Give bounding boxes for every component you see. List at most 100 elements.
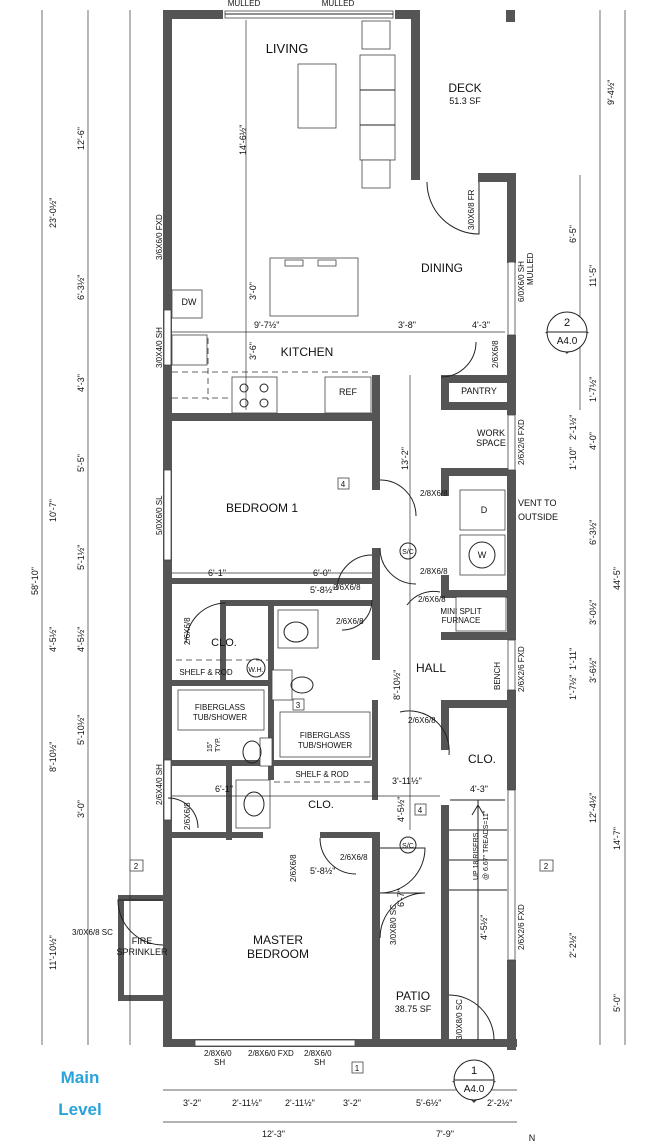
- fifteen-label: 15": [207, 741, 214, 752]
- room-pantry: PANTRY: [461, 386, 497, 396]
- door-2626fxd-2: 2/6X2/6 FXD: [517, 646, 526, 692]
- dim-b1: 3'-2": [183, 1098, 201, 1108]
- walls: [118, 10, 517, 1050]
- dim-d15: 14'-6½": [238, 125, 248, 155]
- door-2640sh: 2/6X4/0 SH: [155, 764, 164, 805]
- tag-2b: 2: [544, 862, 549, 871]
- north-arrow-label: N: [529, 1133, 536, 1141]
- section-1-sheet: A4.0: [464, 1084, 485, 1095]
- door-3068sc: 3/0X6/8 SC: [72, 928, 113, 937]
- room-kitchen: KITCHEN: [281, 345, 334, 359]
- furnace: [455, 596, 507, 632]
- tag-4b: 4: [418, 806, 423, 815]
- tub1-l2: TUB/SHOWER: [298, 741, 352, 750]
- room-hall: HALL: [416, 661, 446, 675]
- dim-d14: 11'-10½": [48, 935, 58, 970]
- vent-l2: OUTSIDE: [518, 512, 558, 522]
- bench-label: BENCH: [493, 662, 502, 690]
- caption-level: Level: [58, 1100, 102, 1119]
- door-2626fxd-1: 2/6X2/6 FXD: [517, 419, 526, 465]
- room-closet-master: CLO.: [308, 799, 334, 811]
- section-markers: [129, 311, 589, 1103]
- coffee-table: [297, 63, 337, 129]
- dim-d13: 3'-0": [76, 800, 86, 818]
- door-2668-3: 2/6X6/8: [418, 595, 446, 604]
- dim-r8: 6'-3½": [588, 520, 598, 545]
- dim-r2: 6'-5": [568, 225, 578, 243]
- room-closet1: CLO.: [211, 637, 237, 649]
- tub2-l1: FIBERGLASS: [195, 703, 245, 712]
- bath2-tub: [177, 689, 265, 731]
- door-6060sh: 6/0X6/0 SH: [517, 261, 526, 302]
- mulled-3: MULLED: [526, 252, 535, 285]
- shelf-rod-1: SHELF & ROD: [179, 668, 233, 677]
- door-3080sc-2: 3/0X8/0 SC: [455, 999, 464, 1040]
- dim-d8: 5'-1½": [76, 545, 86, 570]
- bath1-tub: [279, 711, 371, 758]
- dim-b2: 2'-11½": [232, 1098, 262, 1108]
- wh-label: W.H.: [248, 667, 263, 674]
- bath1-toilet: [271, 669, 293, 701]
- door-3068fr: 3/0X6/8 FR: [467, 189, 476, 230]
- dim-r15: 14'-7": [612, 827, 622, 850]
- work-space-l1: WORK: [477, 428, 505, 438]
- dim-d21: 13'-2": [400, 447, 410, 470]
- dim-d9: 4'-5½": [48, 627, 58, 652]
- room-living: LIVING: [266, 41, 309, 56]
- patio-area: 38.75 SF: [395, 1004, 432, 1014]
- typ-label: TYP.: [215, 737, 222, 752]
- dim-d29: 6'-1": [215, 784, 233, 794]
- bath2-sink: [235, 779, 271, 829]
- dim-r1: 9'-4½": [606, 80, 616, 105]
- room-closet-hall: CLO.: [468, 752, 496, 766]
- fixtures: [171, 20, 507, 1040]
- dim-r13: 1'-7½": [568, 675, 578, 700]
- dim-b5: 5'-6½": [416, 1098, 441, 1108]
- dim-r6: 4'-0": [588, 432, 598, 450]
- refrigerator: [324, 376, 372, 414]
- dim-r12: 3'-6½": [588, 658, 598, 683]
- section-1-number: 1: [471, 1065, 477, 1077]
- marker-text: 2 A4.0 1 A4.0 4 4 3 2 2 1 N: [134, 317, 578, 1141]
- dishwasher: [171, 289, 203, 319]
- dim-d2: 23'-0½": [48, 198, 58, 228]
- mulled-2: MULLED: [322, 0, 355, 8]
- fire-l1: FIRE: [132, 936, 153, 946]
- sc-1: S/C: [402, 549, 414, 556]
- dim-d30: 6'-7": [396, 889, 406, 907]
- dim-d26: 3'-11½": [392, 776, 422, 786]
- door-2668-7: 2/6X6/8: [289, 854, 298, 882]
- door-2668-2: 2/6X6/8: [336, 617, 364, 626]
- section-2-number: 2: [564, 317, 570, 329]
- door-3080sc-1: 3/0X8/0 SC: [389, 904, 398, 945]
- door-2868-1: 2/8X6/8: [420, 489, 448, 498]
- door-swings: [117, 181, 495, 1041]
- door-2668-pantry: 2/6X6/8: [491, 340, 500, 368]
- dim-d16: 3'-0": [248, 282, 258, 300]
- door-labels: 3/0X6/8 FR 3/6X6/0 FXD 6/0X6/0 SH MULLED…: [72, 189, 535, 1067]
- door-2668-5: 2/6X6/8: [408, 716, 436, 725]
- tub1-l1: FIBERGLASS: [300, 731, 350, 740]
- dim-r11: 1'-11": [568, 648, 578, 670]
- dim-r7: 1'-10": [568, 447, 578, 470]
- door-2860fxd: 2/8X6/0 FXD: [248, 1049, 294, 1058]
- dim-d17: 9'-7½": [254, 320, 279, 330]
- mini-split-l2: FURNACE: [442, 616, 481, 625]
- ref-label: REF: [339, 387, 358, 397]
- caption-main: Main: [60, 1068, 100, 1087]
- dim-d1: 12'-6": [76, 127, 86, 150]
- dim-d28: 4'-5½": [396, 797, 406, 822]
- dim-d11: 5'-10½": [76, 715, 86, 745]
- tag-4a: 4: [341, 480, 346, 489]
- dim-b8: 7'-9": [436, 1129, 454, 1139]
- door-sh-2: SH: [314, 1058, 325, 1067]
- fire-l2: SPRINKLER: [116, 947, 168, 957]
- windows: [163, 10, 516, 1047]
- room-master-l1: MASTER: [253, 933, 303, 947]
- tag-2a: 2: [134, 862, 139, 871]
- dim-r5: 2'-1½": [568, 415, 578, 440]
- dw-label: DW: [182, 297, 197, 307]
- dim-d4: 4'-3": [76, 374, 86, 392]
- room-deck: DECK: [448, 81, 481, 95]
- sc-2: S/C: [402, 843, 414, 850]
